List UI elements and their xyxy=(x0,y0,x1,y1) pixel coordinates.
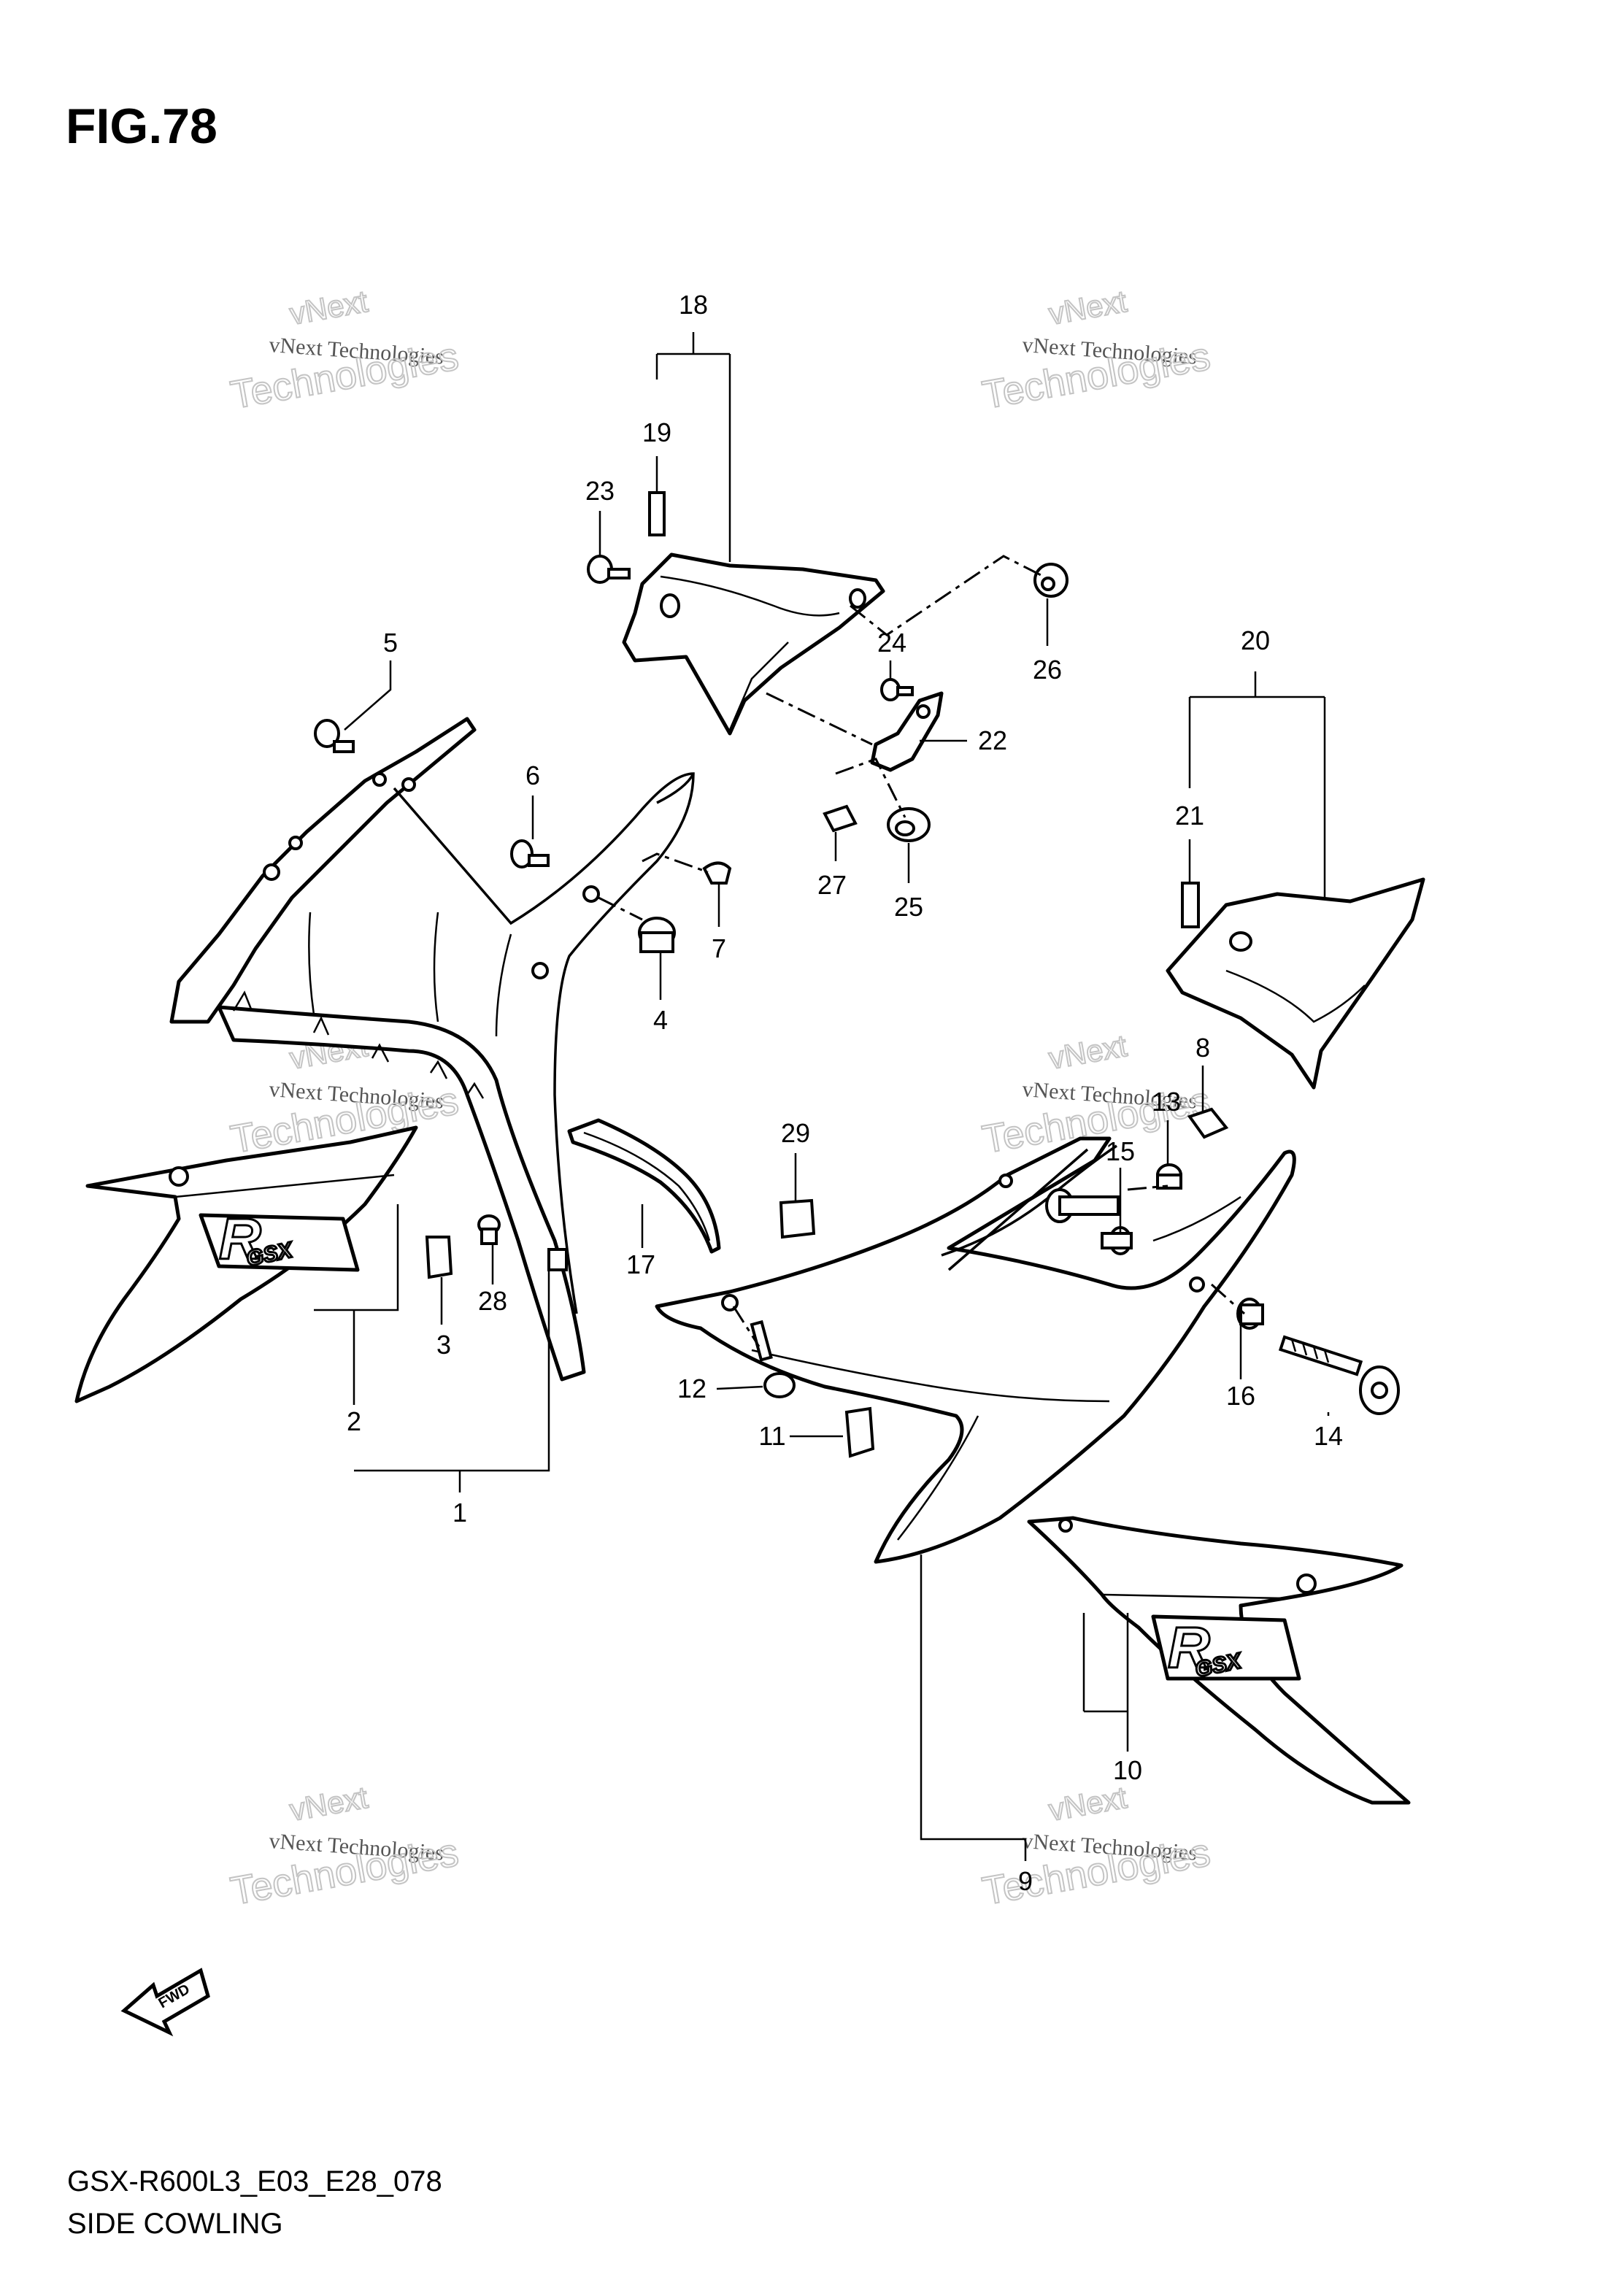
callout-4: 4 xyxy=(653,1005,668,1035)
watermark-top-right: vNext Technologies vNext Technologies xyxy=(979,283,1214,418)
part-20-inner-panel[interactable] xyxy=(1166,877,1425,1090)
callout-15: 15 xyxy=(1106,1136,1135,1166)
callout-17: 17 xyxy=(626,1249,655,1279)
callout-21: 21 xyxy=(1175,801,1204,831)
part-15-spacer[interactable] xyxy=(1045,1188,1133,1255)
callouts: 18 19 23 5 6 7 4 24 22 26 27 25 20 21 8 … xyxy=(347,290,1343,1896)
callout-22: 22 xyxy=(978,725,1007,755)
logo-r: R xyxy=(1168,1615,1210,1680)
part-23-screw[interactable] xyxy=(587,555,631,584)
part-22-bracket[interactable] xyxy=(870,691,944,772)
callout-14: 14 xyxy=(1314,1421,1343,1451)
part-28-screw[interactable] xyxy=(477,1214,501,1245)
callout-13: 13 xyxy=(1152,1087,1181,1117)
part-8-nut[interactable] xyxy=(1187,1107,1229,1139)
part-17-trim[interactable] xyxy=(567,1118,721,1254)
part-9-side-cowling-right[interactable] xyxy=(655,1136,1296,1564)
callout-1: 1 xyxy=(453,1498,467,1528)
part-18-inner-duct[interactable] xyxy=(622,552,885,736)
part-21-label[interactable] xyxy=(1181,882,1200,928)
model-code: GSX-R600L3_E03_E28_078 xyxy=(67,2165,442,2197)
figure-title: FIG.78 xyxy=(66,99,217,154)
part-3-nut[interactable] xyxy=(425,1236,453,1279)
part-26-grommet[interactable] xyxy=(1033,563,1069,598)
watermark-top-left: vNext Technologies vNext Technologies xyxy=(227,283,463,418)
callout-26: 26 xyxy=(1033,655,1062,685)
part-14-bolt[interactable] xyxy=(1278,1335,1400,1415)
callout-6: 6 xyxy=(525,760,540,790)
callout-7: 7 xyxy=(712,933,726,963)
callout-5: 5 xyxy=(383,628,398,658)
callout-9: 9 xyxy=(1018,1866,1033,1896)
part-19-label[interactable] xyxy=(648,491,666,536)
callout-28: 28 xyxy=(478,1286,507,1316)
watermark-text: vNext xyxy=(287,1780,370,1827)
part-2-lower-panel-left[interactable]: R GSX xyxy=(74,1125,418,1403)
callout-18: 18 xyxy=(679,290,708,320)
section-name: SIDE COWLING xyxy=(67,2208,283,2240)
callout-23: 23 xyxy=(585,476,615,506)
callout-12: 12 xyxy=(677,1374,706,1403)
fwd-arrow-icon: FWD xyxy=(120,1968,210,2037)
callout-25: 25 xyxy=(894,892,923,922)
part-1-side-cowling-left[interactable] xyxy=(169,717,695,1382)
part-10-lower-panel-right[interactable]: R GSX xyxy=(1027,1516,1411,1805)
part-7-clip[interactable] xyxy=(702,861,732,885)
logo-r: R xyxy=(219,1206,261,1271)
watermark-bottom-left: vNext Technologies vNext Technologies xyxy=(227,1779,463,1914)
callout-16: 16 xyxy=(1226,1381,1255,1411)
watermark-text: vNext xyxy=(1046,1028,1129,1076)
part-13-grommet[interactable] xyxy=(1156,1163,1182,1190)
part-4-grommet[interactable] xyxy=(638,917,676,953)
watermark-bottom-right: vNext Technologies vNext Technologies xyxy=(979,1779,1214,1914)
part-16-collar[interactable] xyxy=(1236,1298,1264,1330)
callout-20: 20 xyxy=(1241,625,1270,655)
callout-10: 10 xyxy=(1113,1755,1142,1785)
callout-19: 19 xyxy=(642,417,671,447)
leader-lines xyxy=(314,332,1330,1861)
watermark-text: vNext xyxy=(287,284,370,331)
callout-3: 3 xyxy=(436,1330,451,1360)
watermark-text: vNext xyxy=(1046,284,1129,331)
part-24-screw[interactable] xyxy=(880,678,914,701)
callout-24: 24 xyxy=(877,628,906,658)
callout-8: 8 xyxy=(1195,1033,1210,1063)
callout-2: 2 xyxy=(347,1406,361,1436)
part-25-grommet[interactable] xyxy=(887,807,931,842)
part-6-screw[interactable] xyxy=(510,839,550,868)
part-11-nut[interactable] xyxy=(844,1406,875,1458)
watermark-text: vNext xyxy=(1046,1780,1129,1827)
callout-27: 27 xyxy=(817,870,847,900)
part-5-screw[interactable] xyxy=(314,719,355,753)
part-27-pad[interactable] xyxy=(823,804,858,833)
callout-11: 11 xyxy=(758,1421,785,1451)
part-29-pad[interactable] xyxy=(779,1198,816,1239)
callout-29: 29 xyxy=(781,1118,810,1148)
